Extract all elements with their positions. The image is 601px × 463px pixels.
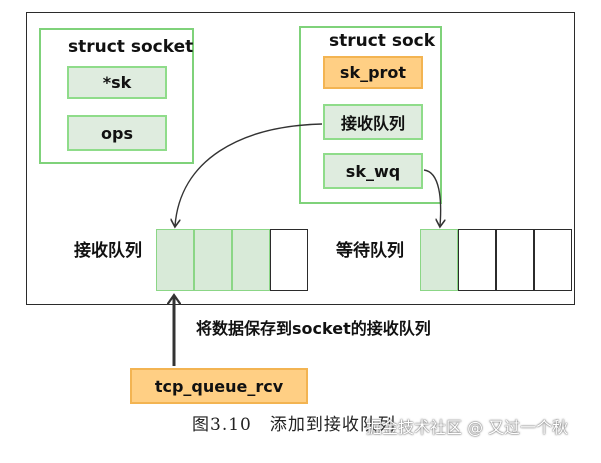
sock-field-sk-wq: sk_wq <box>323 153 423 189</box>
receive-queue-cell <box>156 229 194 291</box>
socket-field-ops: ops <box>67 115 167 151</box>
save-annotation: 将数据保存到socket的接收队列 <box>196 319 431 338</box>
watermark: 掘金技术社区 @ 又过一个秋 <box>366 418 569 437</box>
wait-queue-cell <box>458 229 496 291</box>
wait-queue-cell <box>420 229 458 291</box>
figure-caption: 图3.10 添加到接收队列 <box>192 415 396 435</box>
arrow-skwq-to-wait-queue <box>423 169 441 226</box>
receive-queue-cell <box>194 229 232 291</box>
receive-queue-label: 接收队列 <box>74 241 142 261</box>
socket-field-sk: *sk <box>67 66 167 99</box>
tcp-queue-rcv-box: tcp_queue_rcv <box>130 368 308 404</box>
arrow-sock-to-receive-queue <box>175 123 323 226</box>
sock-field-receive-queue: 接收队列 <box>323 104 423 140</box>
wait-queue-label: 等待队列 <box>336 241 404 261</box>
sock-field-sk-prot: sk_prot <box>323 56 423 89</box>
kernel-frame <box>26 12 575 305</box>
struct-sock-title: struct sock <box>329 31 436 51</box>
receive-queue-cell <box>270 229 308 291</box>
wait-queue-cell <box>534 229 572 291</box>
struct-socket-title: struct socket <box>68 37 194 57</box>
receive-queue-cell <box>232 229 270 291</box>
wait-queue-cell <box>496 229 534 291</box>
caption-row: 图3.10 添加到接收队列 掘金技术社区 @ 又过一个秋 <box>0 410 601 440</box>
